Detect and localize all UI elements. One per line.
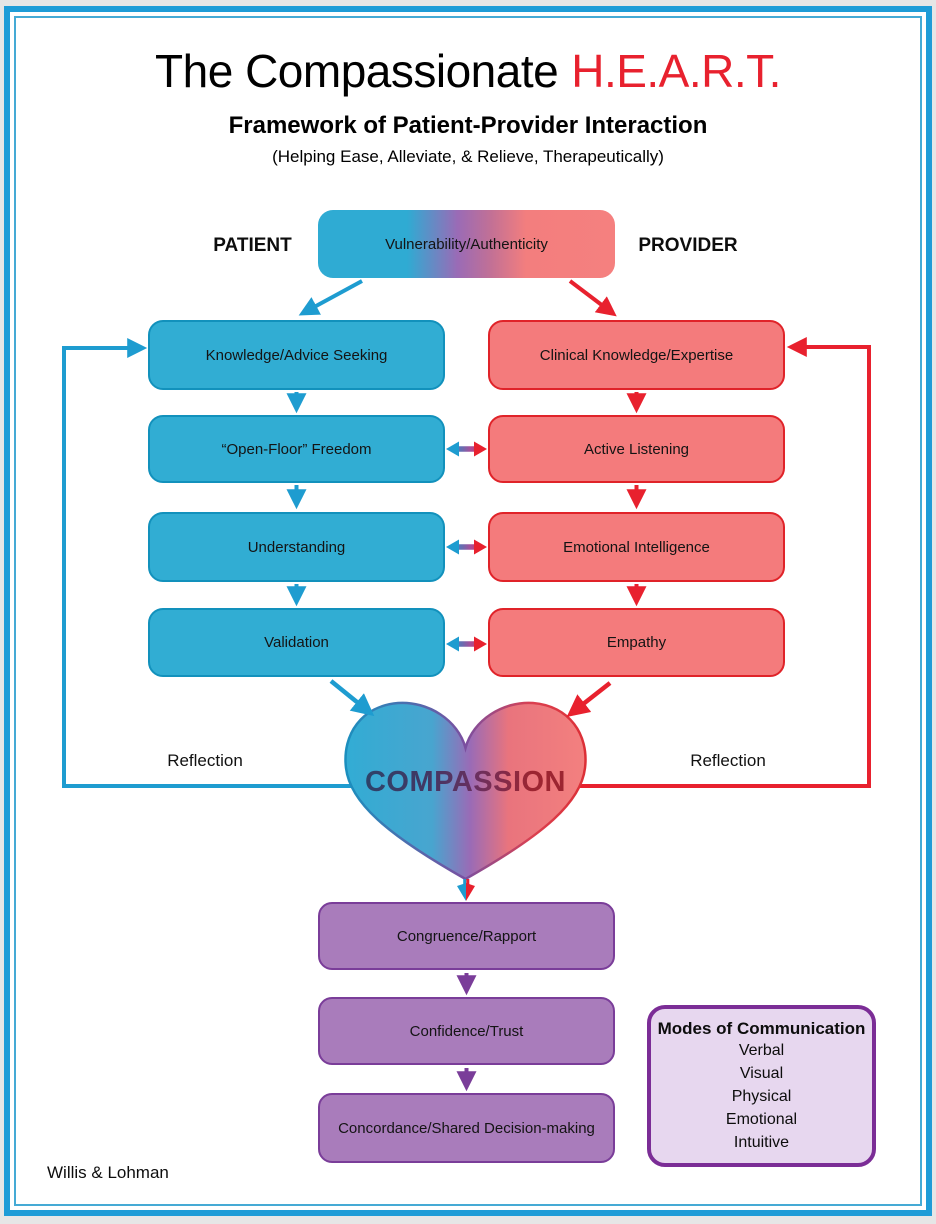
node-emotional-intelligence: Emotional Intelligence xyxy=(488,512,785,582)
provider-column-label: PROVIDER xyxy=(638,235,738,256)
modes-title: Modes of Communication xyxy=(657,1019,866,1038)
modes-of-communication-box: Modes of Communication Verbal Visual Phy… xyxy=(647,1005,876,1167)
modes-item-emotional: Emotional xyxy=(725,1111,798,1128)
node-knowledge-advice-seeking: Knowledge/Advice Seeking xyxy=(148,320,445,390)
modes-item-physical: Physical xyxy=(731,1088,792,1105)
page-subtitle: Framework of Patient-Provider Interactio… xyxy=(228,112,708,139)
node-concordance-shared-decision-making: Concordance/Shared Decision-making xyxy=(318,1093,615,1163)
reflection-label-patient: Reflection xyxy=(167,751,243,770)
node-active-listening: Active Listening xyxy=(488,415,785,483)
node-understanding: Understanding xyxy=(148,512,445,582)
attribution: Willis & Lohman xyxy=(47,1163,169,1182)
patient-column-label: PATIENT xyxy=(213,235,292,256)
modes-item-verbal: Verbal xyxy=(738,1042,785,1059)
reflection-label-provider: Reflection xyxy=(690,751,766,770)
node-vulnerability-authenticity: Vulnerability/Authenticity xyxy=(318,210,615,278)
modes-item-visual: Visual xyxy=(739,1065,784,1082)
node-clinical-knowledge-expertise: Clinical Knowledge/Expertise xyxy=(488,320,785,390)
node-open-floor-freedom: “Open-Floor” Freedom xyxy=(148,415,445,483)
node-empathy: Empathy xyxy=(488,608,785,677)
page-title-red-acronym: H.E.A.R.T. xyxy=(571,45,781,97)
node-congruence-rapport: Congruence/Rapport xyxy=(318,902,615,970)
node-confidence-trust: Confidence/Trust xyxy=(318,997,615,1065)
page-title-black: The Compassionate xyxy=(155,45,559,97)
node-validation: Validation xyxy=(148,608,445,677)
page-tagline: (Helping Ease, Alleviate, & Relieve, The… xyxy=(272,147,664,166)
modes-item-intuitive: Intuitive xyxy=(733,1134,790,1151)
compassion-label: COMPASSION xyxy=(347,766,584,799)
